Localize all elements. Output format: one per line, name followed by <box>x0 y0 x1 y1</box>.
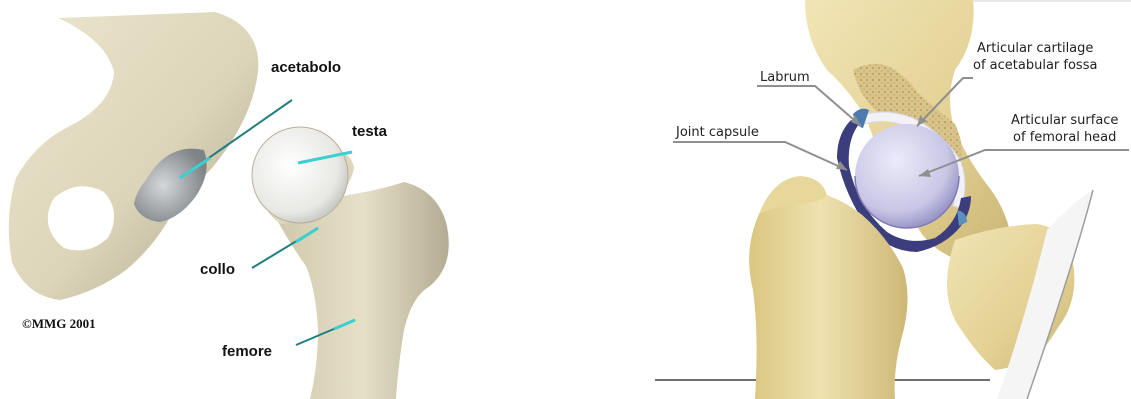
pelvis-bone <box>9 12 259 300</box>
label-testa: testa <box>352 124 387 139</box>
label-collo: collo <box>200 262 235 277</box>
label-articular-cartilage: Articular cartilage of acetabular fossa <box>973 40 1097 74</box>
hip-joint-diagram-right: Labrum Joint capsule Articular cartilage… <box>655 0 1131 399</box>
label-acetabolo: acetabolo <box>271 60 341 75</box>
pointer-joint-capsule <box>673 142 847 170</box>
obturator-foramen <box>48 186 114 250</box>
hip-bone-diagram-left: acetabolo testa collo femore ©MMG 2001 <box>0 0 470 399</box>
label-articular-cartilage-line1: Articular cartilage <box>973 40 1097 57</box>
copyright-notice: ©MMG 2001 <box>22 316 96 332</box>
label-articular-cartilage-line2: of acetabular fossa <box>973 57 1097 74</box>
label-labrum: Labrum <box>760 69 810 86</box>
label-femore: femore <box>222 344 272 359</box>
label-articular-surface-line1: Articular surface <box>1011 112 1118 129</box>
label-articular-surface: Articular surface of femoral head <box>1011 112 1118 146</box>
label-joint-capsule: Joint capsule <box>676 124 759 141</box>
hip-bone-illustration <box>0 0 470 399</box>
label-articular-surface-line2: of femoral head <box>1011 129 1118 146</box>
pointer-labrum <box>757 86 861 126</box>
